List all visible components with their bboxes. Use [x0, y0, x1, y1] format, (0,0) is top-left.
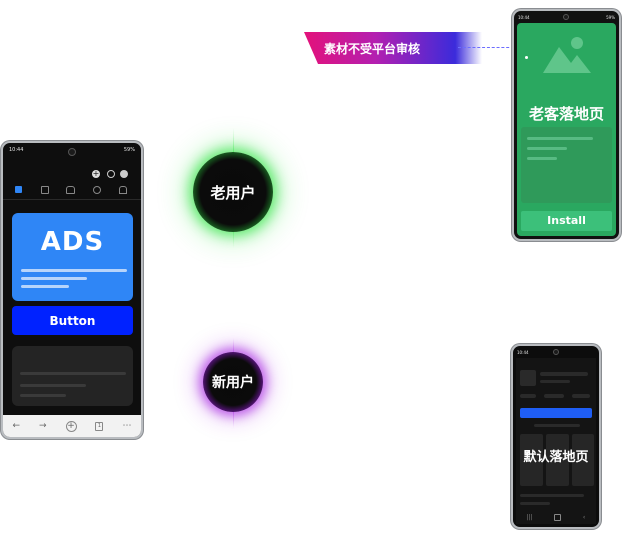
content-line: [527, 137, 593, 140]
screenshot-placeholder: [546, 434, 569, 486]
install-button[interactable]: Install: [521, 211, 612, 231]
app-dev-line: [540, 380, 570, 383]
desc-line: [520, 494, 584, 497]
screenshot-placeholder: [572, 434, 594, 486]
marketplace-icon: [93, 186, 101, 194]
forward-arrow-icon[interactable]: →: [39, 421, 47, 431]
ads-card: ADS: [12, 213, 133, 301]
home-button-icon[interactable]: [554, 513, 562, 521]
bell-icon: [119, 186, 127, 194]
ads-text-line: [21, 285, 69, 288]
camera-icon: [68, 148, 76, 156]
stat-block: [572, 394, 590, 398]
camera-icon: [553, 349, 559, 355]
messenger-icon: [120, 170, 128, 178]
nav-divider: [3, 199, 141, 200]
status-battery: 59%: [123, 147, 135, 153]
status-battery: 59%: [606, 14, 615, 20]
android-nav-bar: ||| ‹: [516, 510, 596, 524]
content-panel: [521, 127, 612, 203]
new-user-node: 新用户: [203, 352, 263, 412]
desc-line: [520, 502, 550, 505]
new-user-label: 新用户: [212, 375, 254, 391]
returning-user-landing-phone: 10:44 59% 老客落地页 Install: [512, 9, 621, 241]
install-button[interactable]: [520, 408, 592, 418]
about-line: [534, 424, 580, 427]
default-landing-screen: 默认落地页 ||| ‹: [516, 358, 596, 524]
back-icon[interactable]: ‹: [582, 513, 586, 521]
app-icon-placeholder: [520, 370, 536, 386]
old-user-node: 老用户: [193, 152, 273, 232]
stat-block: [544, 394, 564, 398]
friends-icon: [66, 186, 75, 194]
green-landing-screen: 老客落地页 Install: [517, 23, 616, 236]
material-not-reviewed-tag: 素材不受平台审核: [304, 32, 482, 64]
recents-icon[interactable]: |||: [526, 513, 533, 521]
default-landing-phone: 10:44 默认落地页 ||| ‹: [511, 344, 601, 529]
back-arrow-icon[interactable]: ←: [12, 421, 21, 431]
add-icon: +: [92, 169, 100, 178]
video-icon: [41, 186, 49, 194]
status-bar: 10:44 59%: [3, 143, 141, 157]
screenshot-placeholder: [520, 434, 543, 486]
image-placeholder-icon: [543, 37, 591, 73]
content-line: [527, 147, 567, 150]
tabs-icon[interactable]: 1: [95, 421, 104, 431]
status-time: 10:44: [9, 147, 24, 153]
tag-dashed-connector: [458, 47, 514, 48]
ad-phone-mockup: 10:44 59% + ADS Button ← → + 1 ⋯: [1, 141, 143, 439]
content-line: [527, 157, 557, 160]
stat-block: [520, 394, 536, 398]
placeholder-line: [20, 394, 66, 397]
new-tab-icon[interactable]: +: [65, 420, 77, 432]
cta-button[interactable]: Button: [12, 306, 133, 335]
feed-placeholder-card: [12, 346, 133, 406]
browser-bar: ← → + 1 ⋯: [3, 415, 141, 437]
camera-icon: [563, 14, 569, 20]
app-name-line: [540, 372, 588, 376]
status-bar: 10:44: [513, 346, 599, 358]
search-icon: [107, 170, 115, 178]
more-icon[interactable]: ⋯: [122, 421, 132, 431]
ads-text-line: [21, 277, 87, 280]
home-icon: [15, 186, 22, 193]
placeholder-line: [20, 384, 86, 387]
status-bar: 10:44 59%: [514, 11, 619, 23]
landing-title: 老客落地页: [528, 105, 604, 123]
ads-text-line: [21, 269, 127, 272]
placeholder-line: [20, 372, 126, 375]
status-time: 10:44: [518, 14, 530, 20]
ads-title: ADS: [40, 227, 105, 257]
tag-label: 素材不受平台审核: [324, 41, 421, 56]
old-user-label: 老用户: [210, 183, 256, 202]
landing-title: 默认落地页: [523, 450, 589, 465]
status-time: 10:44: [517, 349, 529, 355]
connector-dot: [525, 56, 528, 59]
